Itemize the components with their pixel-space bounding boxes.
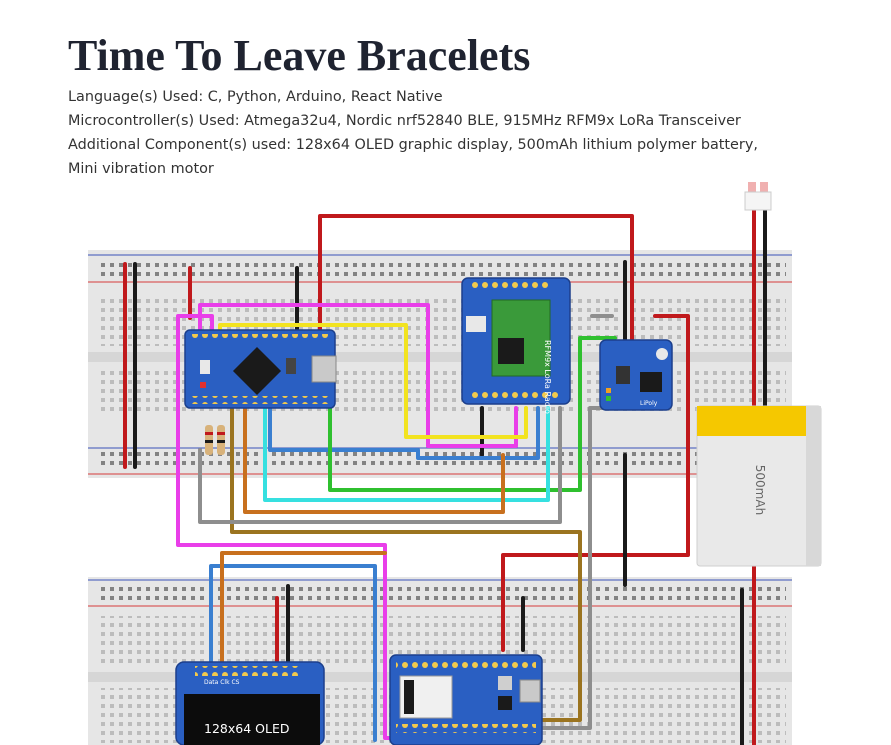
wires — [123, 208, 767, 745]
radio-label: RFM9x LoRa Radio — [543, 340, 552, 414]
nrf52840-feather-board — [389, 654, 543, 745]
resistors — [205, 425, 225, 455]
languages-line: Language(s) Used: C, Python, Arduino, Re… — [68, 89, 443, 105]
page-title: Time To Leave Bracelets — [68, 31, 531, 80]
oled-display: Data Clk CS 128x64 OLED — [175, 661, 325, 745]
battery-label: 500mAh — [753, 465, 767, 515]
project-info: Language(s) Used: C, Python, Arduino, Re… — [68, 85, 788, 181]
oled-label: 128x64 OLED — [204, 721, 289, 736]
microcontrollers-line: Microcontroller(s) Used: Atmega32u4, Nor… — [68, 113, 741, 129]
lipo-charger-board: LiPoly — [599, 339, 673, 411]
battery: 500mAh — [696, 182, 822, 567]
components-line: Additional Component(s) used: 128x64 OLE… — [68, 137, 758, 177]
atmega32u4-board — [184, 329, 337, 409]
charger-label: LiPoly — [640, 400, 658, 407]
lora-radio-board: RFM9x LoRa Radio — [461, 277, 571, 414]
oled-pins: Data Clk CS — [204, 679, 240, 686]
